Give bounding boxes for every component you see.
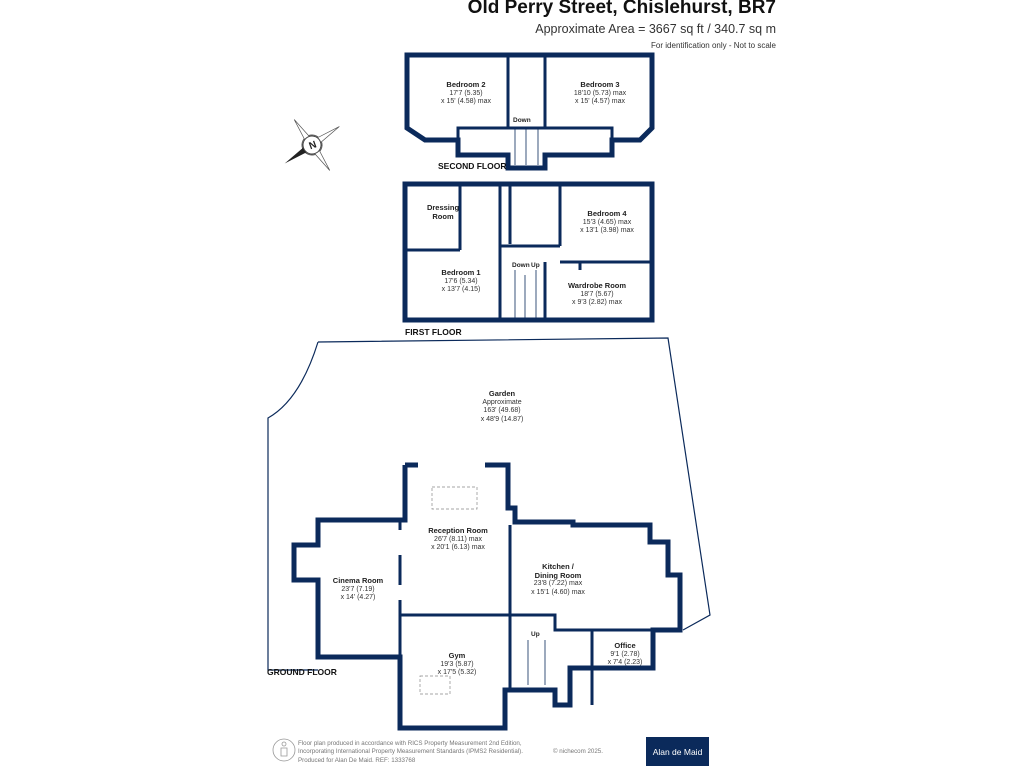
stairs-up-label: Up xyxy=(531,262,540,269)
footer-line: Incorporating International Property Mea… xyxy=(298,748,523,756)
stairs-down-label: Down xyxy=(512,262,530,269)
compass-icon: N xyxy=(284,119,340,171)
second-floor-walls xyxy=(404,52,655,171)
agent-logo: Alan de Maid xyxy=(646,737,709,766)
stairs-down-label: Down xyxy=(513,117,531,124)
footer-line: Produced for Alan De Maid. REF: 1333768 xyxy=(298,756,416,764)
ground-floor-walls xyxy=(291,462,683,731)
floor-label-ground: GROUND FLOOR xyxy=(267,667,337,677)
garden-boundary xyxy=(267,337,711,671)
floor-label-first: FIRST FLOOR xyxy=(405,327,462,337)
footer-line: Floor plan produced in accordance with R… xyxy=(298,740,522,747)
copyright: © nichecom 2025. xyxy=(553,748,603,755)
footer-notes: Floor plan produced in accordance with R… xyxy=(298,740,523,765)
first-floor-walls xyxy=(402,181,655,323)
property-title: Old Perry Street, Chislehurst, BR7 xyxy=(467,0,776,18)
floor-label-second: SECOND FLOOR xyxy=(438,161,507,171)
compass-letter: N xyxy=(308,139,319,152)
stairs-up-label: Up xyxy=(531,631,540,638)
disclaimer: For identification only - Not to scale xyxy=(651,41,776,50)
approximate-area: Approximate Area = 3667 sq ft / 340.7 sq… xyxy=(535,22,776,36)
